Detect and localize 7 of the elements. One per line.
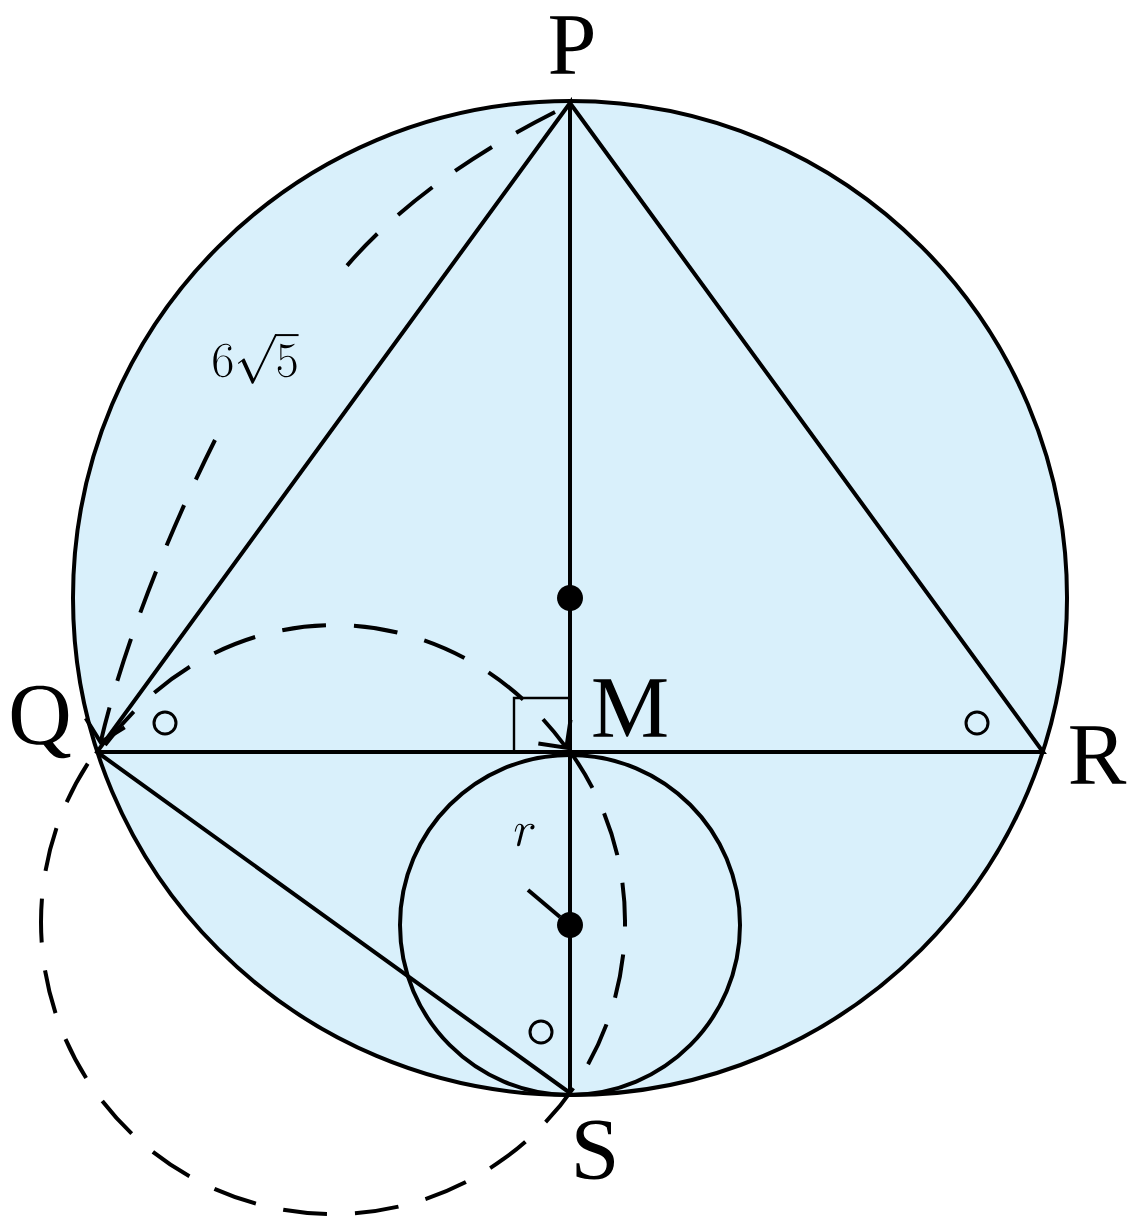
point-label: M xyxy=(593,679,667,737)
point-label: $6\sqrt{5}$ xyxy=(213,334,299,384)
point-label: Q xyxy=(11,685,71,759)
point-label: $r$ xyxy=(514,823,535,847)
point-label: R xyxy=(1070,726,1127,784)
point-label: P xyxy=(550,16,593,74)
point-label: S xyxy=(576,1120,614,1180)
